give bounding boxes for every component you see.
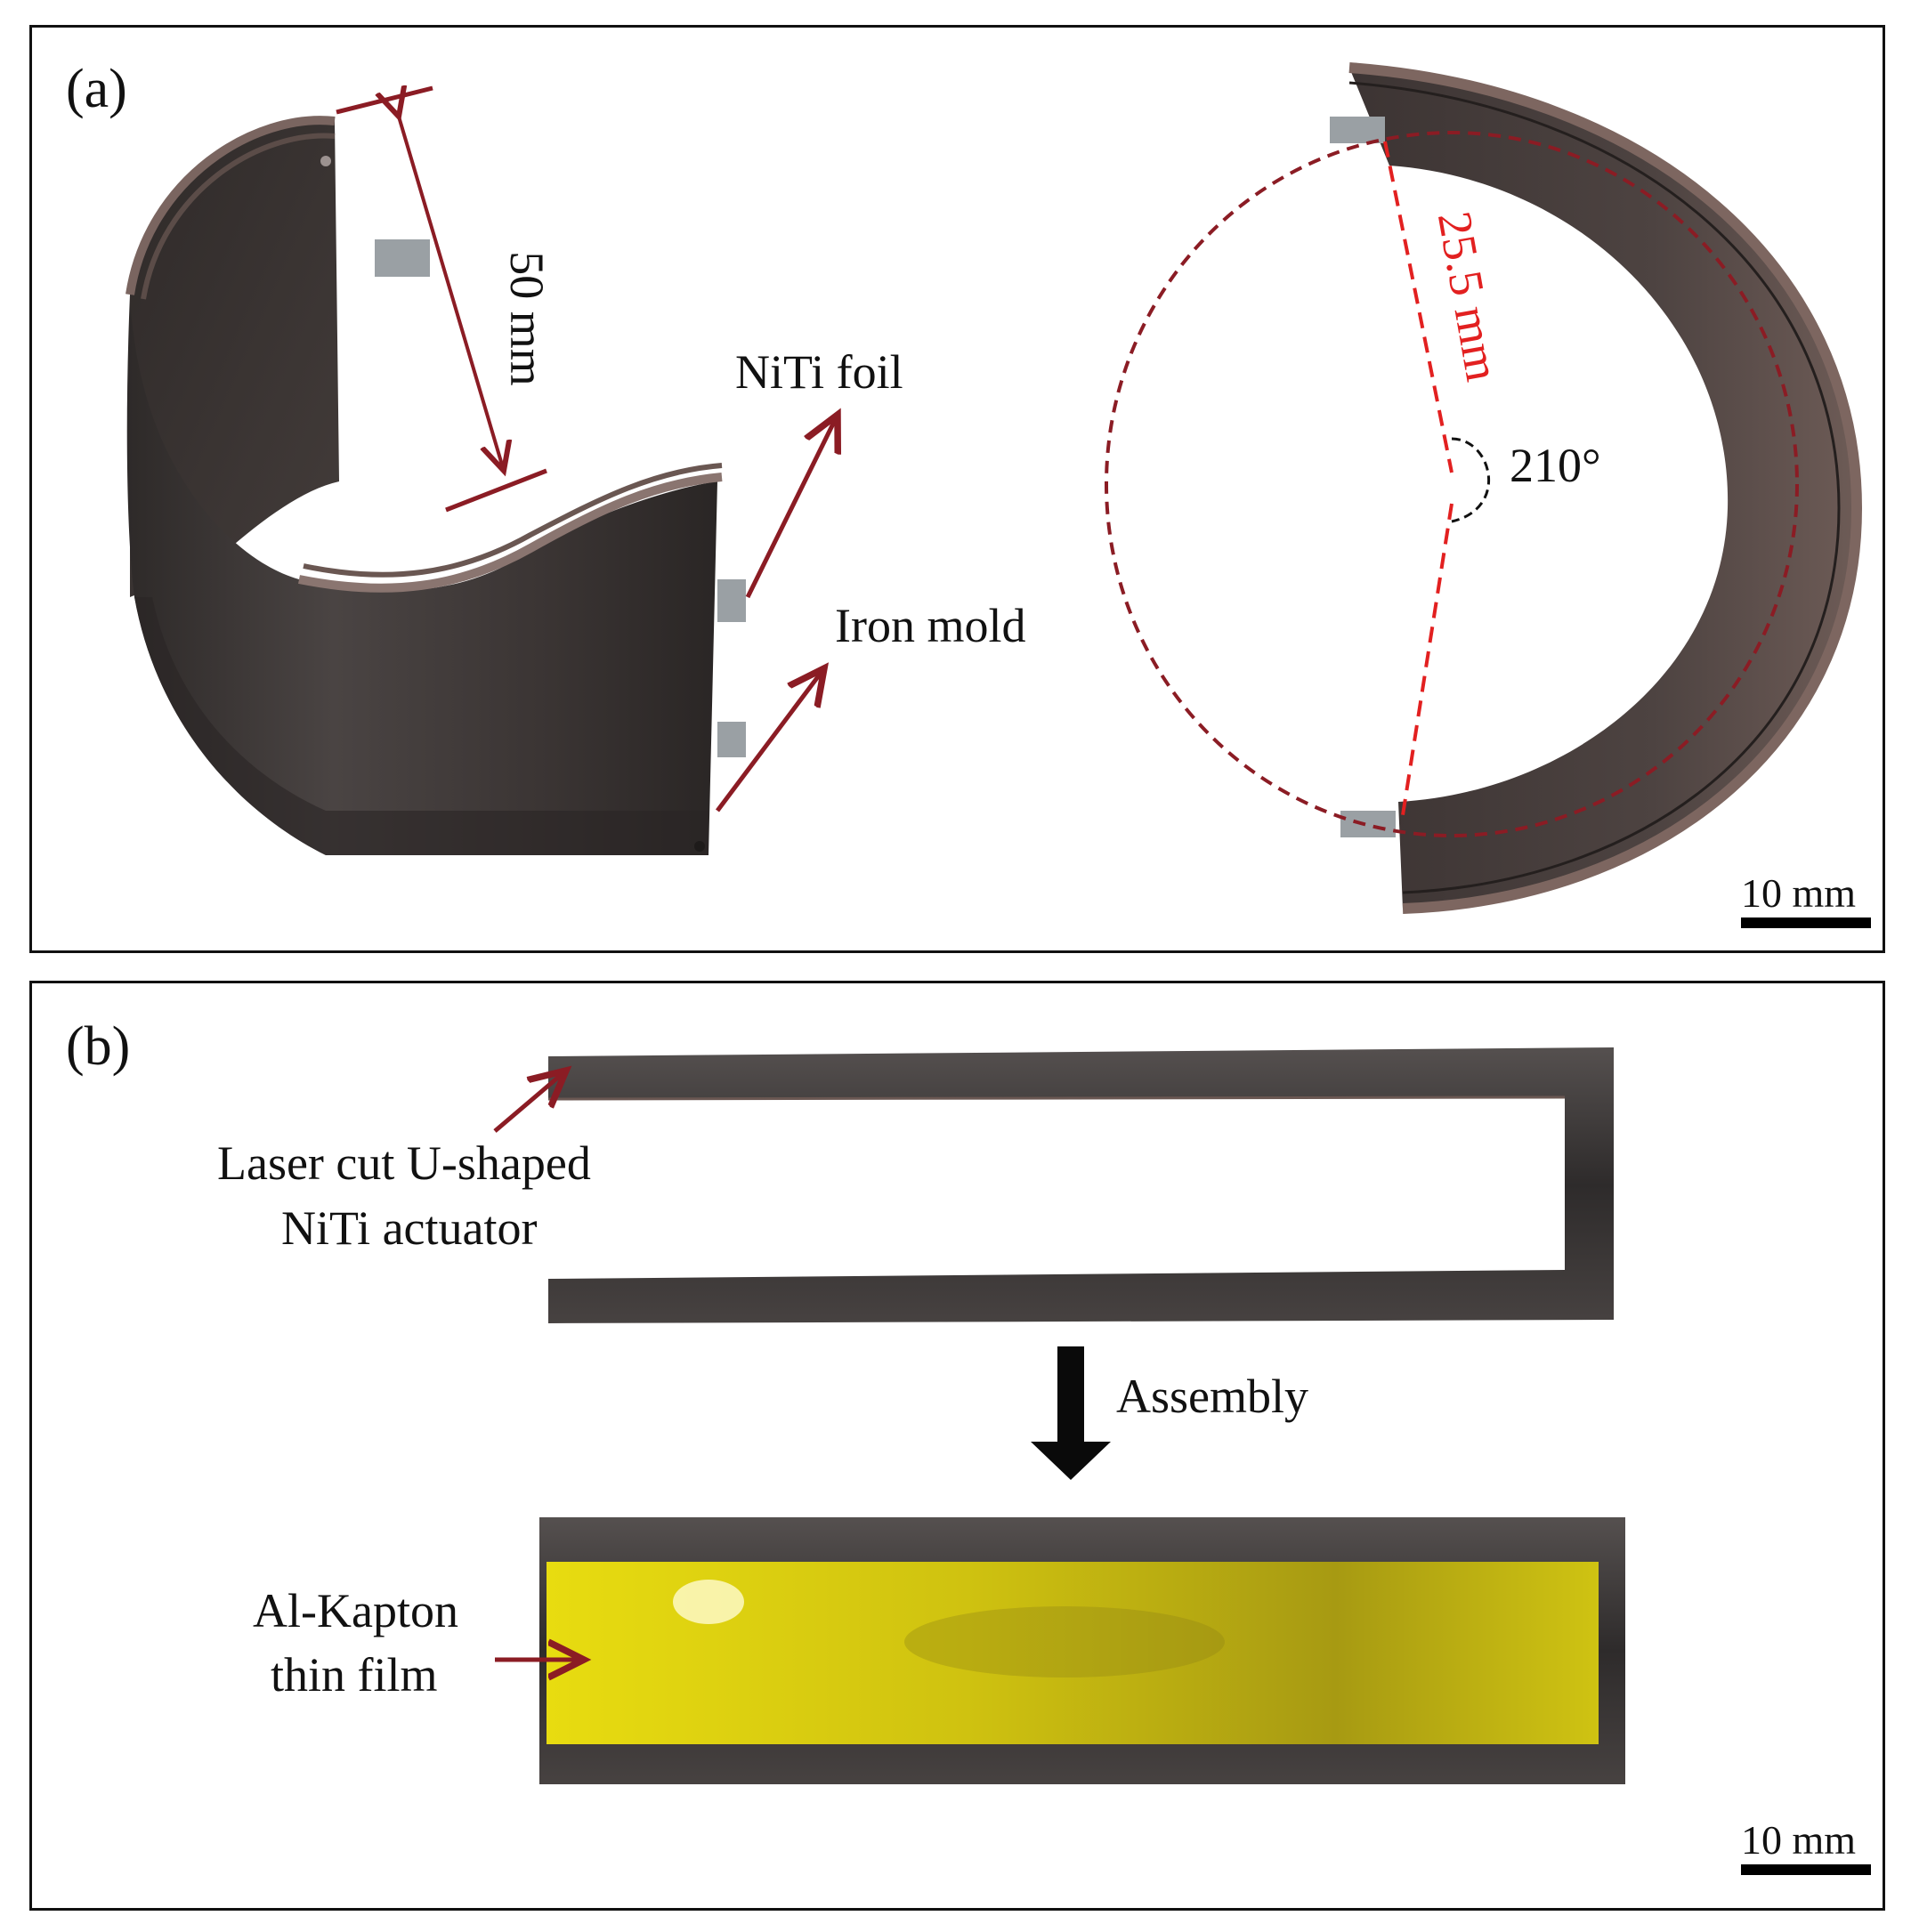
scale-bar-a-label: 10 mm — [1741, 870, 1857, 916]
iron-mold-label: Iron mold — [835, 599, 1026, 652]
panel-b: (b) Laser cut U-shaped NiTi actuator Ass… — [29, 981, 1885, 1911]
radius-line-lower — [1401, 503, 1453, 816]
assembly-arrow — [1031, 1346, 1111, 1480]
panel-a-figure — [126, 62, 1871, 928]
panel-b-figure — [493, 1047, 1871, 1875]
actuator-label-line2: NiTi actuator — [281, 1201, 538, 1255]
actuator-arrow — [493, 1071, 566, 1133]
dimension-50mm — [336, 88, 547, 513]
radius-line-upper — [1383, 141, 1453, 473]
angle-label: 210° — [1510, 439, 1601, 492]
panel-label-b: (b) — [66, 1016, 131, 1077]
niti-foil-arrow — [745, 415, 838, 599]
actuator-label-line1: Laser cut U-shaped — [217, 1136, 591, 1190]
angle-arc — [1451, 437, 1490, 523]
panel-label-a: (a) — [66, 59, 127, 119]
assembly-label: Assembly — [1116, 1370, 1308, 1423]
film-label-line1: Al-Kapton — [253, 1584, 458, 1637]
scale-bar-a — [1741, 917, 1871, 928]
curved-mold-photo — [126, 116, 746, 855]
assembled-actuator — [539, 1517, 1625, 1784]
panel-a: (a) 50 mm NiTi foil Iron mold 25.5 mm 21… — [29, 25, 1885, 953]
niti-foil-label: NiTi foil — [735, 345, 903, 399]
u-shaped-actuator — [547, 1047, 1614, 1323]
film-label-line2: thin film — [271, 1648, 438, 1702]
scale-bar-b — [1741, 1864, 1871, 1875]
dashed-circle — [1105, 131, 1799, 837]
scale-bar-b-label: 10 mm — [1741, 1817, 1857, 1863]
dimension-label-50mm: 50 mm — [499, 251, 554, 386]
iron-mold-arrow — [716, 668, 824, 812]
